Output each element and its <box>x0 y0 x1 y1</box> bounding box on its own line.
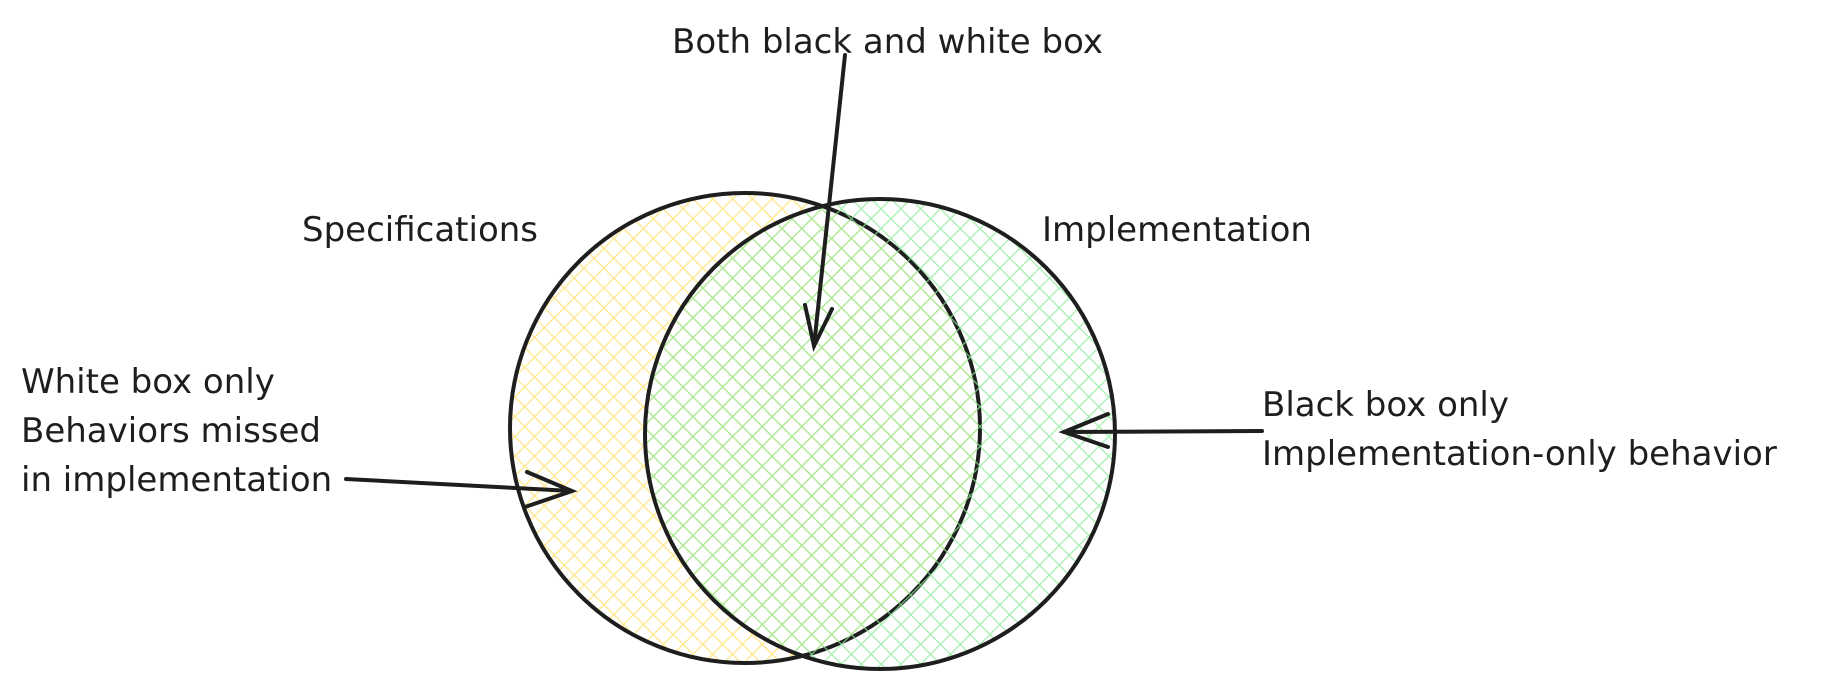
arrow-white-box <box>344 470 578 509</box>
white-box-line: White box only <box>21 362 275 402</box>
arrow-both <box>803 53 847 353</box>
arrow-black-box <box>1058 412 1264 449</box>
white-box-line: Behaviors missed <box>21 411 321 451</box>
implementation-circle <box>643 197 1117 671</box>
title-label: Both black and white box <box>672 22 1103 62</box>
white-box-annotation: White box only Behaviors missed in imple… <box>21 358 332 505</box>
specifications-label: Specifications <box>302 210 539 250</box>
black-box-line: Black box only <box>1262 385 1509 425</box>
black-box-line: Implementation-only behavior <box>1262 434 1777 474</box>
implementation-label: Implementation <box>1042 210 1312 250</box>
black-box-annotation: Black box only Implementation-only behav… <box>1262 381 1777 479</box>
white-box-line: in implementation <box>21 460 333 500</box>
